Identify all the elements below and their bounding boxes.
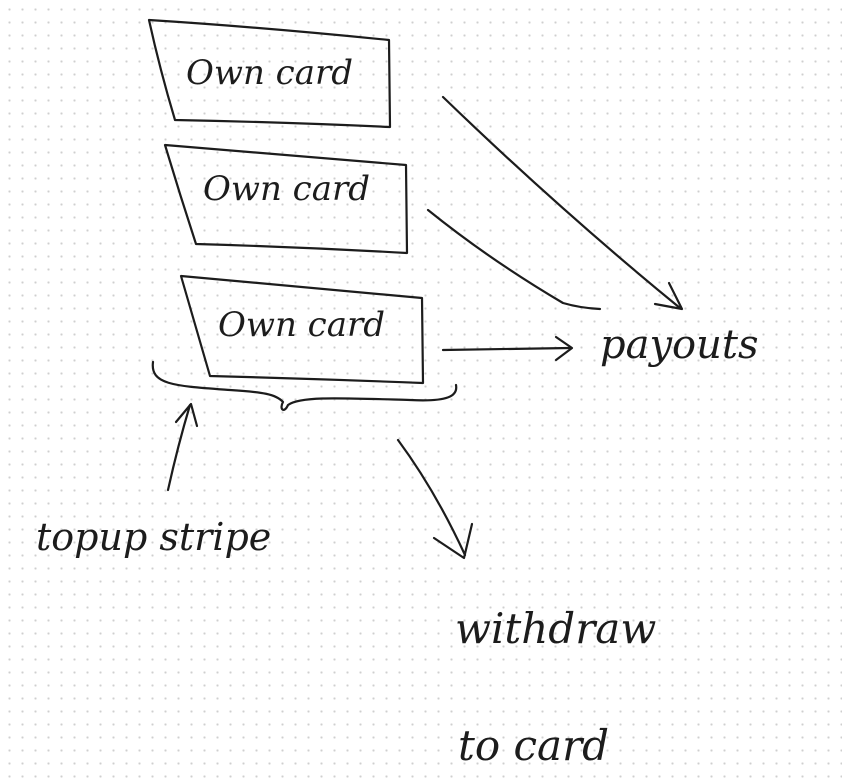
- card-1-label: Own card: [186, 53, 353, 93]
- arrow-card3-to-payouts: [441, 335, 574, 362]
- topup-stripe-label: topup stripe: [36, 515, 271, 559]
- arrow-topup-up: [166, 402, 199, 492]
- own-card-3: Own card: [179, 274, 425, 385]
- arrow-down-to-withdraw: [396, 438, 474, 560]
- own-card-2: Own card: [163, 143, 409, 255]
- payouts-label: payouts: [600, 322, 759, 368]
- card-2-label: Own card: [203, 169, 370, 209]
- card-2-outline: [163, 143, 409, 255]
- own-card-1: Own card: [147, 18, 392, 129]
- withdraw-label: withdraw: [455, 604, 656, 653]
- group-brace: [151, 360, 458, 411]
- card-3-label: Own card: [218, 305, 385, 345]
- card-1-outline: [147, 18, 392, 129]
- arrow-card1-to-payouts: [441, 95, 684, 311]
- card-3-outline: [179, 274, 425, 385]
- line-card2-to-payouts: [426, 208, 602, 311]
- to-card-label: to card: [458, 721, 609, 770]
